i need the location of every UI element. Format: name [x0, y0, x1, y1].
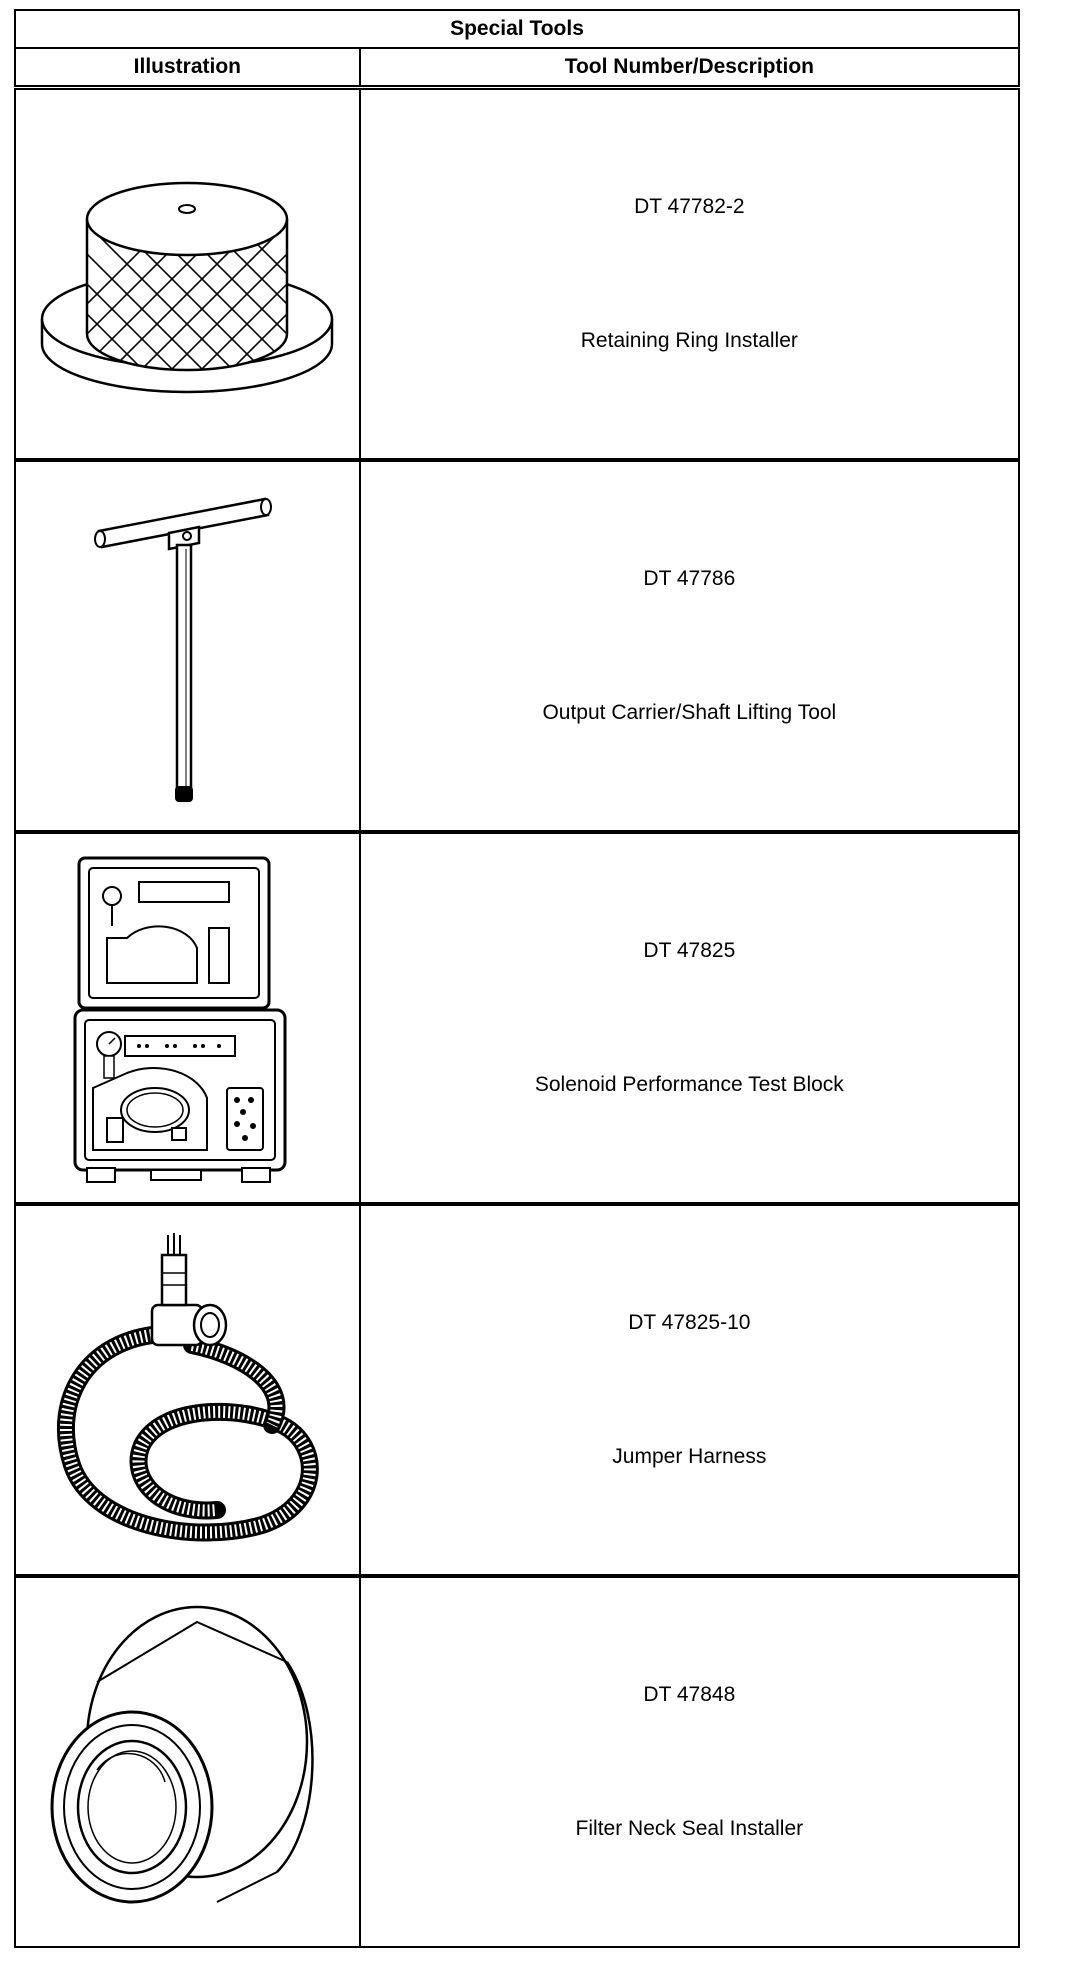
table-row: DT 47848 Filter Neck Seal Installer: [14, 1574, 1021, 1948]
table-title: Special Tools: [14, 9, 1020, 49]
illustration-cell: [14, 458, 361, 833]
tool-number: DT 47825: [643, 939, 736, 962]
tool-description: Retaining Ring Installer: [580, 329, 798, 352]
illustration-cell: [14, 830, 361, 1205]
illustration-cell: [14, 1202, 361, 1577]
jumper-harness-icon: [57, 1233, 320, 1542]
tool-number: DT 47825-10: [628, 1311, 751, 1334]
illustration-cell: [14, 1574, 361, 1948]
tool-description: Filter Neck Seal Installer: [575, 1817, 804, 1840]
table-title-row: Special Tools: [14, 9, 1020, 49]
column-header-description: Tool Number/Description: [358, 47, 1021, 90]
tool-number: DT 47786: [643, 567, 736, 590]
tool-description: Jumper Harness: [612, 1445, 767, 1468]
table-header-row: Illustration Tool Number/Description: [14, 47, 1021, 90]
table-row: DT 47786 Output Carrier/Shaft Lifting To…: [14, 458, 1021, 833]
description-cell: DT 47825 Solenoid Performance Test Block: [358, 830, 1021, 1205]
tool-description: Solenoid Performance Test Block: [534, 1073, 844, 1096]
tool-number: DT 47782-2: [634, 195, 745, 218]
tool-number: DT 47848: [643, 1683, 736, 1706]
table-row: DT 47825-10 Jumper Harness: [14, 1202, 1021, 1577]
description-cell: DT 47848 Filter Neck Seal Installer: [358, 1574, 1021, 1948]
seal-installer-icon: [50, 1605, 315, 1904]
illustration-cell: [14, 86, 361, 461]
description-cell: DT 47786 Output Carrier/Shaft Lifting To…: [358, 458, 1021, 833]
retaining-ring-installer-icon: [41, 181, 334, 394]
description-cell: DT 47825-10 Jumper Harness: [358, 1202, 1021, 1577]
tool-description: Output Carrier/Shaft Lifting Tool: [542, 701, 837, 724]
test-kit-case-icon: [73, 856, 287, 1183]
special-tools-table: Special Tools Illustration Tool Number/D…: [14, 9, 1021, 1948]
table-row: DT 47825 Solenoid Performance Test Block: [14, 830, 1021, 1205]
column-header-illustration: Illustration: [14, 47, 361, 90]
description-cell: DT 47782-2 Retaining Ring Installer: [358, 86, 1021, 461]
table-row: DT 47782-2 Retaining Ring Installer: [14, 86, 1021, 461]
t-handle-lifting-tool-icon: [94, 497, 273, 802]
